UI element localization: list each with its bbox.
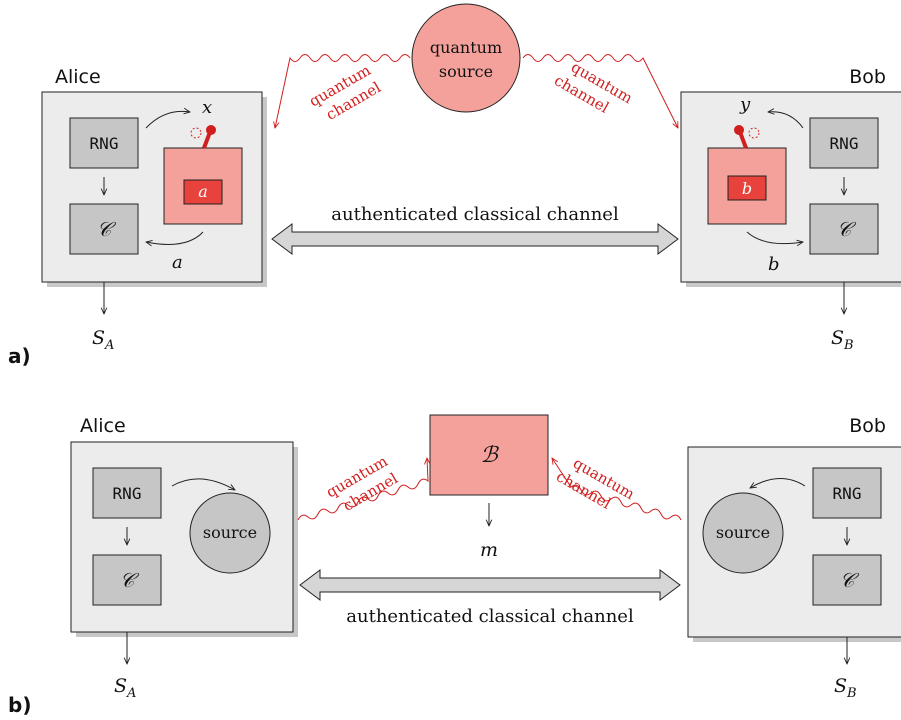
bob-classical-box-b [812,554,882,606]
classical-channel-label-b: authenticated classical channel [346,606,634,627]
alice-key-label-a: SA [92,327,114,353]
alice-x-arrow-a [145,111,190,129]
measurement-box-b [429,414,549,496]
wavy-arrow-icon [522,54,678,129]
alice-x-label-a: x [202,97,212,118]
alice-rng-box-b [92,467,162,519]
panel-b-label: b) [8,693,31,717]
bob-source-b [702,492,784,574]
wavy-arrow-icon [275,54,411,129]
wavy-arrow-icon [297,458,428,521]
bob-classical-box-a [809,203,879,255]
alice-rng-to-source-arrow-b [171,478,235,490]
alice-rng-label-a: RNG [90,134,119,153]
double-arrow-icon [271,223,679,255]
bob-b-label-a: b [768,254,780,275]
bob-rng-label-a: RNG [830,134,859,153]
alice-classical-box-b [92,554,162,606]
alice-a-label-a: a [172,252,183,273]
alice-source-b [189,492,271,574]
bob-source-label-b: source [716,523,770,542]
alice-rng-label-b: RNG [113,484,142,503]
alice-rng-box-a [69,117,139,169]
alice-device-output-a: a [198,182,208,201]
alice-label-b: Alice [80,415,126,437]
qchannel-label-left-a: quantumchannel [306,61,384,128]
bob-y-label-a: y [739,94,751,115]
bob-rng-box-b [812,467,882,519]
alice-device-window-a [183,179,223,205]
bob-key-label-b: SB [834,675,857,701]
qchannel-label-left-b: quantumchannel [323,452,401,519]
panel-b: Alice RNG 𝒞 source SA Bob RNG 𝒞 source S… [8,414,901,717]
bob-b-arrow-a [746,231,803,244]
quantum-source-line2-a: source [439,62,493,81]
knob-icon [190,125,216,149]
alice-label-a: Alice [55,66,101,88]
double-arrow-icon [299,569,681,601]
bob-label-a: Bob [849,66,886,88]
bob-key-label-a: SB [831,327,854,353]
classical-channel-label-a: authenticated classical channel [331,204,619,225]
alice-source-label-b: source [203,523,257,542]
bob-label-b: Bob [849,415,886,437]
measurement-box-label-b: ℬ [480,443,499,468]
bob-rng-box-a [809,117,879,169]
alice-a-arrow-a [146,231,204,244]
qchannel-label-right-a: quantumchannel [551,54,636,125]
bob-device-window-a [727,175,767,201]
wavy-arrow-icon [552,458,682,521]
alice-classical-box-a [69,203,139,255]
alice-key-label-b: SA [114,675,136,701]
panel-a-label: a) [8,344,31,368]
measurement-output-label-b: m [480,539,498,561]
bob-rng-label-b: RNG [833,484,862,503]
bob-device-output-a: b [742,179,752,198]
quantum-source-line1-a: quantum [430,38,502,57]
bob-rng-to-source-arrow-b [750,478,806,488]
quantum-source-a [411,3,521,113]
bob-y-arrow-a [768,112,804,129]
qchannel-label-right-b: quantumchannel [553,450,638,521]
panel-a: Alice RNG 𝒞 a x a SA Bob RNG [8,3,901,368]
knob-icon [734,125,760,149]
